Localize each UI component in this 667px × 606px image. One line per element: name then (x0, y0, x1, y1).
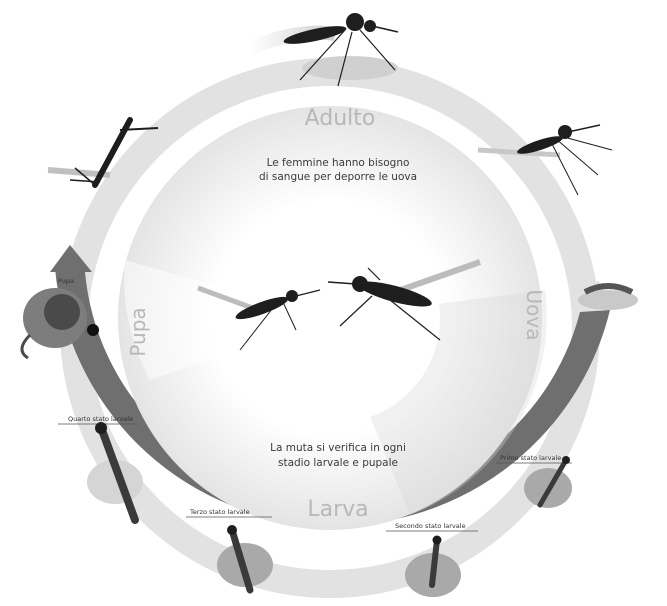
larva-second-icon (429, 535, 442, 588)
mosquito-center-left-icon (197, 285, 321, 351)
larva-first-icon (537, 456, 570, 508)
larva-third-icon (227, 525, 254, 594)
inner-sector-light-2 (124, 260, 330, 380)
larva-fourth-icon (95, 422, 139, 524)
stage-label-pupa: Pupa (126, 307, 150, 356)
cycle-arrow-left (50, 245, 92, 272)
pupa-icon (20, 288, 99, 360)
adult-emerging-icon (47, 117, 159, 188)
instar-label-third: Terzo stato larvale (189, 508, 250, 516)
center-circle (230, 213, 440, 423)
mosquito-center-right-icon (327, 259, 481, 341)
adult-mosquito-top-icon (247, 13, 399, 87)
note-females-line2: di sangue per deporre le uova (259, 171, 417, 183)
eggs-raft-icon (578, 283, 638, 310)
adult-mosquito-right-icon (477, 124, 613, 196)
pupa-tag-label: Pupa (58, 277, 74, 285)
note-molt-line1: La muta si verifica in ogni (270, 442, 406, 454)
note-molt-line2: stadio larvale e pupale (278, 457, 398, 469)
instar-label-second: Secondo stato larvale (395, 522, 466, 530)
note-females-line1: Le femmine hanno bisogno (267, 157, 410, 169)
instar-label-first: Primo stato larvale (500, 454, 561, 462)
stage-label-adult: Adulto (305, 106, 376, 131)
stage-label-eggs: Uova (522, 290, 546, 341)
instar-label-fourth: Quarto stato larvale (68, 415, 133, 423)
stage-label-larva: Larva (307, 497, 368, 522)
